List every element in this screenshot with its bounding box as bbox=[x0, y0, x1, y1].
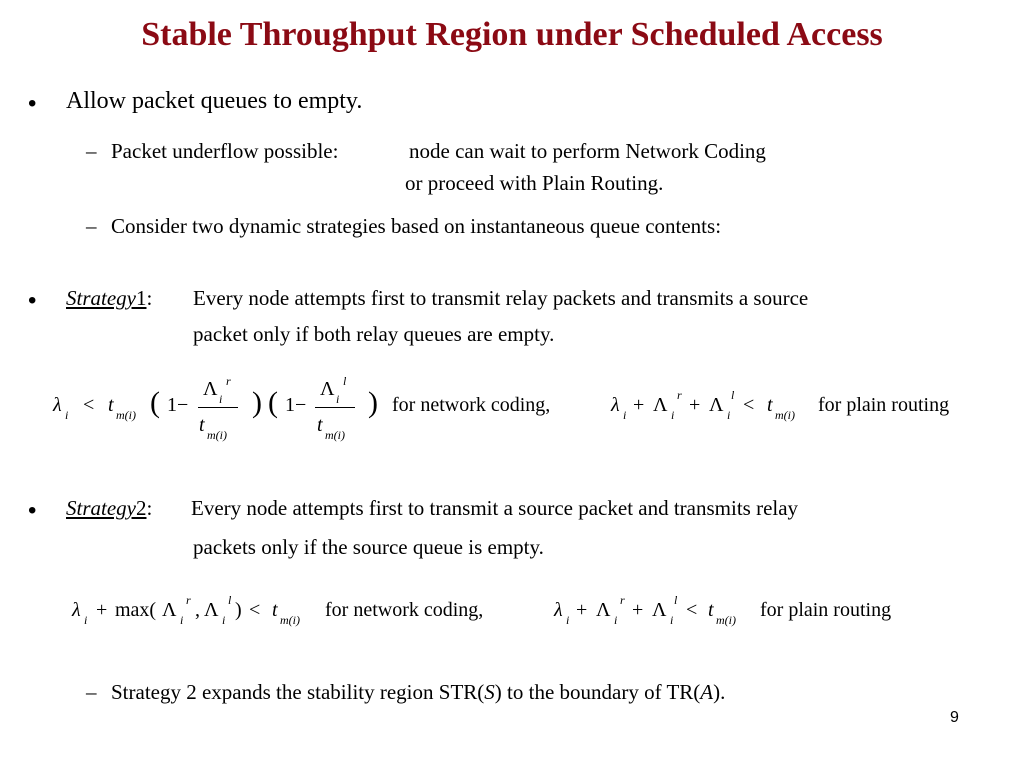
dash-marker: – bbox=[86, 680, 97, 704]
bullet-allow-queues: Allow packet queues to empty. bbox=[66, 88, 363, 114]
conclusion-mid: ) to the boundary of TR( bbox=[494, 680, 701, 704]
t-symbol: t bbox=[199, 414, 205, 436]
two-strategies-text: Consider two dynamic strategies based on… bbox=[111, 214, 722, 238]
conclusion-post: ). bbox=[713, 680, 726, 704]
less-than: < bbox=[249, 599, 261, 621]
plus-sign: + bbox=[689, 394, 701, 416]
left-paren: ( bbox=[268, 386, 278, 419]
subscript-i: i bbox=[219, 392, 223, 406]
comma: , bbox=[195, 599, 200, 621]
strategy-2-colon: : bbox=[146, 496, 153, 520]
strategy-2-line-2: packets only if the source queue is empt… bbox=[193, 535, 544, 559]
t-symbol: t bbox=[272, 599, 278, 621]
strategy-1-line-2: packet only if both relay queues are emp… bbox=[193, 322, 555, 346]
label-plain-routing: for plain routing bbox=[760, 599, 892, 621]
subscript-i: i bbox=[566, 613, 570, 627]
Lambda-symbol: Λ bbox=[320, 378, 335, 400]
superscript-r: r bbox=[186, 593, 191, 607]
less-than: < bbox=[743, 394, 755, 416]
superscript-r: r bbox=[677, 388, 682, 402]
Lambda-symbol: Λ bbox=[596, 599, 611, 621]
subscript-i: i bbox=[180, 613, 184, 627]
t-symbol: t bbox=[108, 394, 114, 416]
Lambda-symbol: Λ bbox=[709, 394, 724, 416]
right-paren: ) bbox=[252, 386, 262, 419]
strategy-2-heading: Strategy2: bbox=[66, 496, 152, 521]
Lambda-symbol: Λ bbox=[162, 599, 177, 621]
plus-sign: + bbox=[632, 599, 644, 621]
less-than: < bbox=[686, 599, 698, 621]
subscript-mi: m(i) bbox=[775, 408, 795, 422]
conclusion-text: Strategy 2 expands the stability region … bbox=[111, 680, 725, 705]
superscript-l: l bbox=[674, 593, 678, 607]
subscript-i: i bbox=[65, 408, 69, 422]
conclusion-S: S bbox=[484, 680, 495, 704]
strategy-1-name: Strategy bbox=[66, 286, 136, 310]
subscript-i: i bbox=[614, 613, 618, 627]
right-paren: ) bbox=[368, 386, 378, 419]
subscript-mi: m(i) bbox=[325, 428, 345, 442]
strategy-1-number: 1 bbox=[135, 286, 147, 310]
Lambda-symbol: Λ bbox=[652, 599, 667, 621]
label-plain-routing: for plain routing bbox=[818, 394, 950, 416]
superscript-l: l bbox=[731, 388, 735, 402]
bullet-marker: • bbox=[28, 287, 37, 314]
t-symbol: t bbox=[317, 414, 323, 436]
underflow-label: Packet underflow possible: bbox=[111, 139, 339, 163]
max-function: max( bbox=[115, 599, 157, 621]
subscript-mi: m(i) bbox=[116, 408, 136, 422]
label-network-coding: for network coding, bbox=[392, 394, 551, 416]
strategy-1-line-1: Every node attempts first to transmit re… bbox=[193, 286, 809, 310]
strategy-1-colon: : bbox=[146, 286, 153, 310]
subscript-i: i bbox=[670, 613, 674, 627]
t-symbol: t bbox=[767, 394, 773, 416]
dash-marker: – bbox=[86, 139, 97, 163]
Lambda-symbol: Λ bbox=[204, 599, 219, 621]
left-paren: ( bbox=[150, 386, 160, 419]
subscript-i: i bbox=[222, 613, 226, 627]
Lambda-symbol: Λ bbox=[203, 378, 218, 400]
one-minus: 1− bbox=[167, 394, 189, 416]
subscript-i: i bbox=[84, 613, 88, 627]
conclusion-pre: Strategy 2 expands the stability region … bbox=[111, 680, 485, 704]
lambda-symbol: λ bbox=[611, 394, 620, 416]
t-symbol: t bbox=[708, 599, 714, 621]
close-paren: ) bbox=[235, 599, 242, 621]
fraction-bar bbox=[315, 407, 355, 408]
dash-marker: – bbox=[86, 214, 97, 238]
strategy-2-name: Strategy bbox=[66, 496, 136, 520]
superscript-l: l bbox=[343, 374, 347, 388]
slide-title: Stable Throughput Region under Scheduled… bbox=[141, 16, 883, 53]
strategy-2-line-1: Every node attempts first to transmit a … bbox=[191, 496, 799, 520]
Lambda-symbol: Λ bbox=[653, 394, 668, 416]
plus-sign: + bbox=[576, 599, 588, 621]
plus-sign: + bbox=[96, 599, 108, 621]
superscript-r: r bbox=[226, 374, 231, 388]
bullet-marker: • bbox=[28, 497, 37, 524]
plus-sign: + bbox=[633, 394, 645, 416]
subscript-mi: m(i) bbox=[207, 428, 227, 442]
strategy-1-heading: Strategy1: bbox=[66, 286, 152, 311]
page-number: 9 bbox=[950, 709, 959, 726]
lambda-symbol: λ bbox=[554, 599, 563, 621]
subscript-mi: m(i) bbox=[280, 613, 300, 627]
superscript-r: r bbox=[620, 593, 625, 607]
lambda-symbol: λ bbox=[72, 599, 81, 621]
subscript-i: i bbox=[727, 408, 731, 422]
fraction-bar bbox=[198, 407, 238, 408]
one-minus: 1− bbox=[285, 394, 307, 416]
less-than: < bbox=[83, 394, 95, 416]
conclusion-A: A bbox=[700, 680, 714, 704]
superscript-l: l bbox=[228, 593, 232, 607]
bullet-marker: • bbox=[28, 90, 37, 117]
lambda-symbol: λ bbox=[53, 394, 62, 416]
subscript-i: i bbox=[623, 408, 627, 422]
label-network-coding: for network coding, bbox=[325, 599, 484, 621]
subscript-i: i bbox=[336, 392, 340, 406]
underflow-option-network-coding: node can wait to perform Network Coding bbox=[409, 139, 766, 163]
subscript-i: i bbox=[671, 408, 675, 422]
strategy-2-number: 2 bbox=[135, 496, 147, 520]
underflow-option-plain-routing: or proceed with Plain Routing. bbox=[405, 171, 664, 195]
subscript-mi: m(i) bbox=[716, 613, 736, 627]
